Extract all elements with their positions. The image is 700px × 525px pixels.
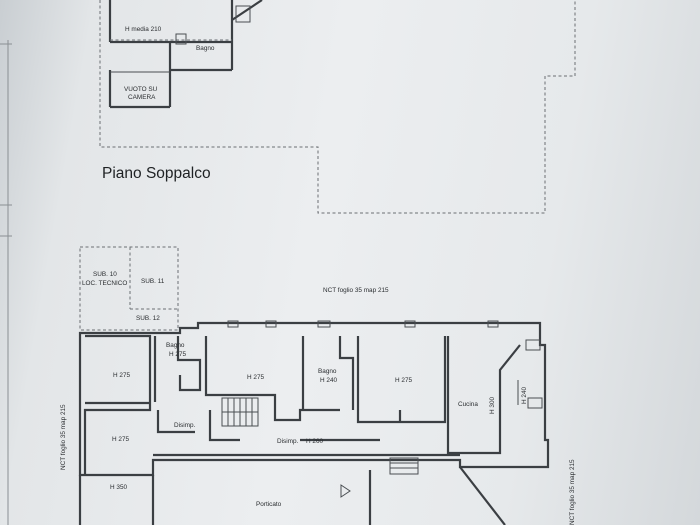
bagno-mid-height: H 240 <box>320 377 337 384</box>
entry-arrow <box>340 484 351 498</box>
room-h275-b: H 275 <box>247 374 264 381</box>
sub10-label-2: LOC. TECNICO <box>82 280 127 287</box>
room-h350: H 350 <box>110 484 127 491</box>
entry-steps <box>389 457 419 475</box>
disimp-center-height: H 260 <box>306 438 323 445</box>
upper-stair <box>235 5 251 23</box>
room-h275-a: H 275 <box>113 372 130 379</box>
lower-plan: SUB. 10 LOC. TECNICO SUB. 11 SUB. 12 NCT… <box>60 246 576 525</box>
disimp-center-label: Disimp. <box>277 438 299 445</box>
h300-label: H 300 <box>489 397 496 414</box>
disimp-left-label: Disimp. <box>174 422 196 429</box>
porch-edge <box>368 466 506 525</box>
upper-room-bagno: Bagno <box>196 45 215 52</box>
sub-blocks-outline <box>79 246 179 331</box>
sub10-label-1: SUB. 10 <box>93 271 117 278</box>
outer-walls <box>78 321 550 477</box>
sub11-label: SUB. 11 <box>141 278 165 285</box>
upper-room-vuoto-1: VUOTO SU <box>124 86 158 93</box>
nct-top-label: NCT foglio 35 map 215 <box>323 287 389 294</box>
cucina-label: Cucina <box>458 401 478 408</box>
h240-label: H 240 <box>521 387 528 404</box>
bagno-mid-label: Bagno <box>318 368 337 375</box>
outer-walls-left <box>78 475 155 525</box>
upper-plan-title: Piano Soppalco <box>102 165 211 182</box>
upper-room-hmedia: H media 210 <box>125 26 162 33</box>
upper-fixture <box>175 33 187 45</box>
interior-walls <box>83 334 521 475</box>
upper-plan: H media 210 Bagno VUOTO SU CAMERA Piano … <box>99 0 576 214</box>
nct-right-label: NCT foglio 35 map 215 <box>569 459 576 525</box>
porticato-label: Porticato <box>256 501 282 508</box>
bagno-left-height: H 275 <box>169 351 186 358</box>
room-h275-d: H 275 <box>112 436 129 443</box>
upper-plan-outline <box>99 0 576 214</box>
room-h275-c: H 275 <box>395 377 412 384</box>
left-edge-marks <box>0 40 12 525</box>
nct-left-label: NCT foglio 35 map 215 <box>60 404 67 470</box>
upper-room-vuoto-2: CAMERA <box>128 94 156 101</box>
pilasters <box>227 320 543 409</box>
upper-walls <box>108 0 263 109</box>
bagno-left-label: Bagno <box>166 342 185 349</box>
interior-stair <box>221 397 259 427</box>
sub12-label: SUB. 12 <box>136 315 160 322</box>
